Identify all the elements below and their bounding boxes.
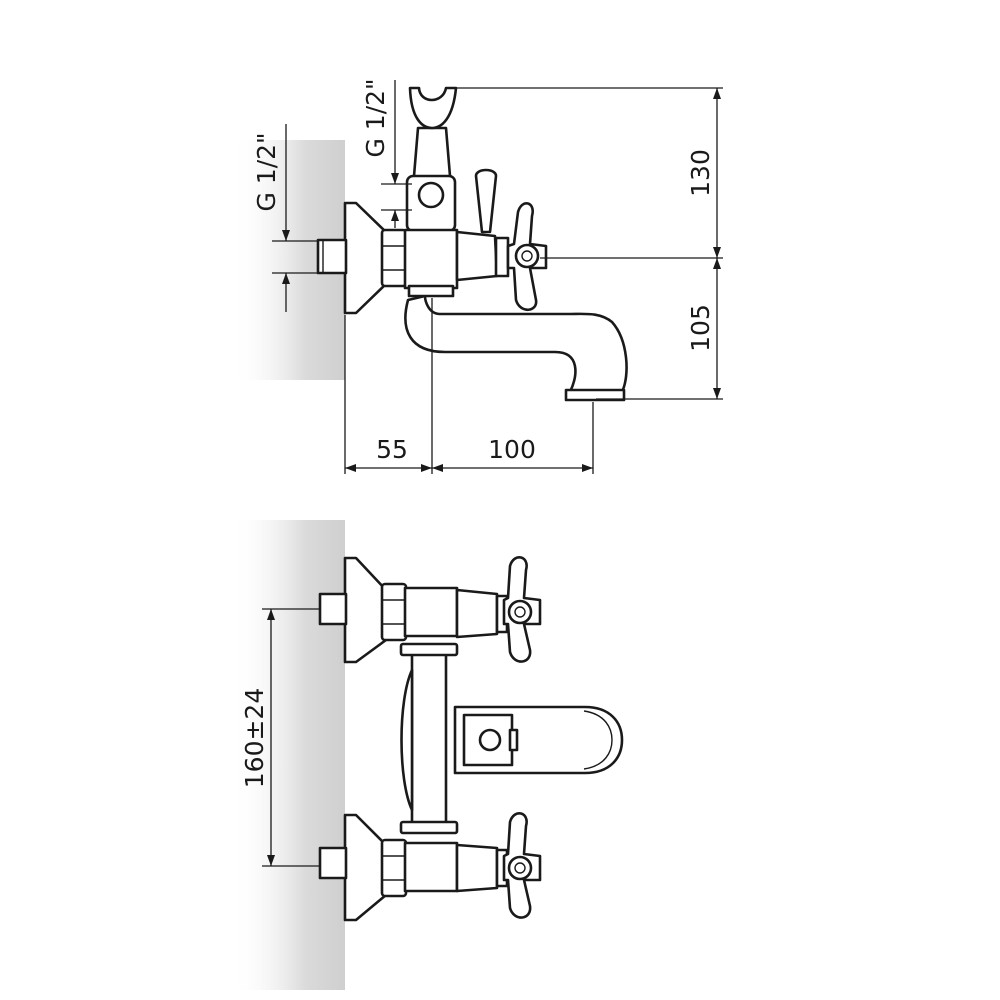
dim-outlet-thread: G 1/2": [361, 78, 412, 228]
valve-cylinder: [455, 230, 499, 282]
label-depth-55: 55: [376, 435, 408, 464]
lower-clamp: [399, 820, 459, 835]
label-height-105: 105: [686, 304, 715, 352]
diverter-knob: [417, 181, 445, 209]
label-centers: 160±24: [240, 688, 269, 788]
dim-centers: 160±24: [240, 608, 320, 867]
lower-valve: [318, 812, 542, 922]
mixer-central-pipe: [410, 648, 448, 830]
upper-valve: [318, 556, 542, 664]
label-inlet-thread: G 1/2": [252, 132, 281, 211]
wall-escutcheon: [343, 201, 388, 315]
dim-heights: 130 105: [456, 87, 723, 400]
mixer-bulb: [400, 668, 414, 812]
mixer-body: [403, 228, 459, 290]
side-view: G 1/2" G 1/2" 130 105: [252, 78, 723, 474]
hex-nut: [380, 228, 408, 288]
upper-clamp: [399, 642, 459, 657]
dim-inlet-thread: G 1/2": [252, 124, 318, 312]
diverter-lever: [474, 168, 498, 234]
inlet-stub: [316, 238, 348, 275]
label-outlet-thread: G 1/2": [361, 78, 390, 157]
label-height-130: 130: [686, 149, 715, 197]
dim-depths: 55 100: [344, 298, 594, 474]
label-depth-100: 100: [488, 435, 536, 464]
spout: [404, 294, 628, 394]
diverter-block-top: [462, 713, 514, 767]
spout-outlet: [564, 388, 626, 402]
top-view: 160±24: [240, 556, 624, 922]
shower-holder-hook: [408, 86, 458, 130]
mixer-body-base: [407, 284, 455, 298]
